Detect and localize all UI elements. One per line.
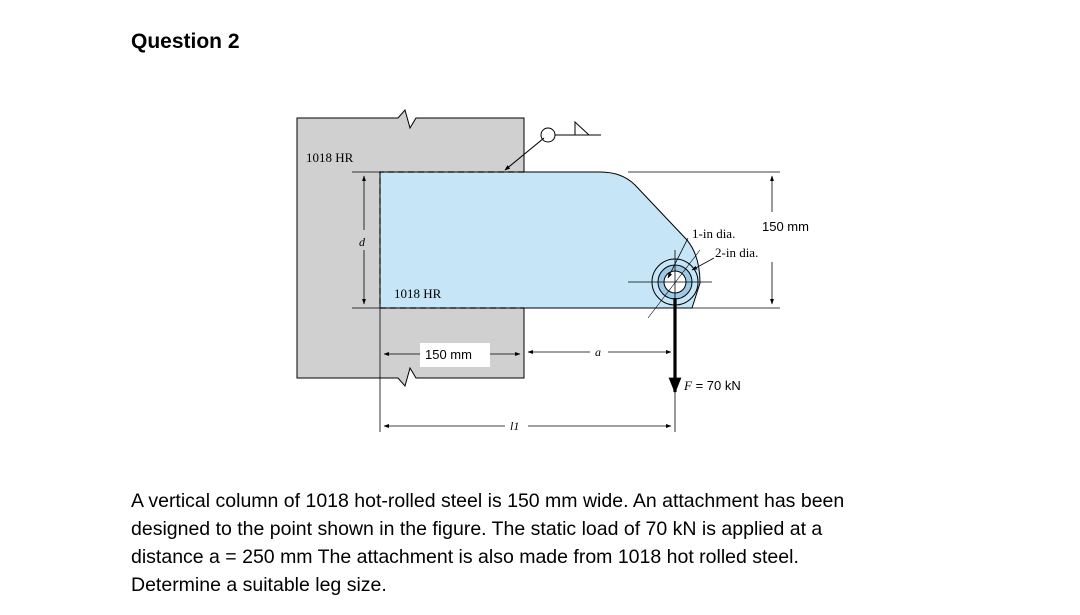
attachment-material-label: 1018 HR — [394, 286, 442, 301]
column-material-label: 1018 HR — [306, 150, 354, 165]
width-label: 150 mm — [425, 347, 472, 362]
depth-label: d — [359, 235, 366, 249]
problem-line-4: Determine a suitable leg size. — [131, 574, 387, 596]
height-label: 150 mm — [762, 219, 809, 234]
force-label-eq: = 70 kN — [696, 378, 741, 393]
force-label: F = 70 kN — [683, 378, 741, 393]
offset-label: a — [595, 345, 601, 359]
problem-line-2: designed to the point shown in the figur… — [131, 518, 823, 540]
depth-dimension — [352, 171, 380, 309]
length-label: l1 — [510, 419, 519, 433]
question-title: Question 2 — [131, 30, 240, 53]
height-dimension — [628, 171, 780, 309]
bore-label: 2-in dia. — [715, 245, 758, 260]
problem-statement: A vertical column of 1018 hot-rolled ste… — [131, 487, 951, 599]
width-dimension — [383, 343, 521, 367]
weld-figure: 1018 HR 1018 HR d 1-in dia. 2-in dia. 15… — [296, 108, 809, 433]
weld-symbol — [504, 120, 601, 171]
problem-line-3: distance a = 250 mm The attachment is al… — [131, 546, 799, 568]
bore-leader — [691, 257, 715, 271]
pin-label: 1-in dia. — [692, 226, 735, 241]
force-label-var: F — [683, 378, 693, 393]
pin-leader — [667, 237, 689, 279]
problem-line-1: A vertical column of 1018 hot-rolled ste… — [131, 490, 845, 512]
